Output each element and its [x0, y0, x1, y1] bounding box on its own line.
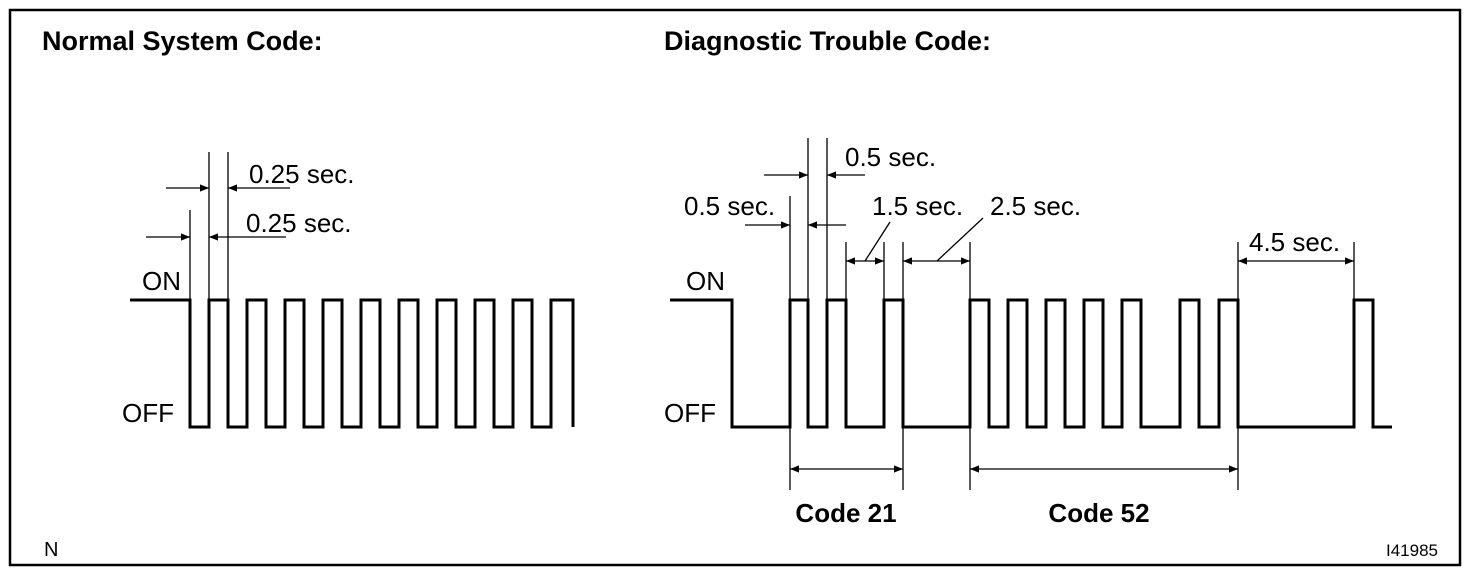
right-dim-top-label: 0.5 sec.: [845, 142, 936, 172]
gap-short-label: 1.5 sec.: [872, 191, 963, 221]
diagnostic-trouble-code-panel: Diagnostic Trouble Code: ON OFF 0.5 sec.…: [664, 26, 1392, 528]
normal-system-code-title: Normal System Code:: [42, 26, 323, 56]
figure-id: I41985: [1386, 541, 1438, 560]
left-on-label: ON: [142, 266, 181, 296]
normal-code-waveform: [130, 298, 575, 429]
right-dim-left-label: 0.5 sec.: [684, 191, 775, 221]
diagnostic-trouble-code-title: Diagnostic Trouble Code:: [664, 26, 991, 56]
gap-long-label: 2.5 sec.: [990, 191, 1081, 221]
corner-mark: N: [44, 539, 58, 561]
code-a-label: Code 21: [795, 498, 896, 528]
left-dim-top-label: 0.25 sec.: [249, 159, 355, 189]
right-off-label: OFF: [664, 398, 716, 428]
left-off-label: OFF: [122, 398, 174, 428]
left-dim-bottom-label: 0.25 sec.: [246, 208, 352, 238]
normal-system-code-panel: Normal System Code: ON OFF 0.25 sec. 0.2…: [42, 26, 575, 429]
repeat-dim-label: 4.5 sec.: [1249, 227, 1340, 257]
gap-long-leader: [936, 217, 984, 262]
gap-short-leader: [864, 221, 891, 262]
right-on-label: ON: [686, 266, 725, 296]
code-b-label: Code 52: [1048, 498, 1149, 528]
trouble-code-waveform: [670, 298, 1392, 429]
figure-frame: [8, 8, 1462, 567]
